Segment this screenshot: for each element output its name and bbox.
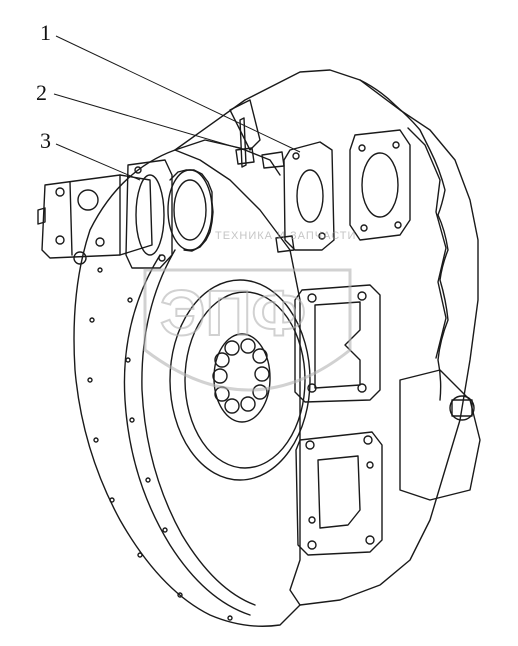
side-boss: [399, 369, 481, 501]
housing-body: [174, 69, 479, 606]
callout-2: 2: [36, 80, 47, 105]
pump-flange: [125, 159, 173, 269]
drive-gear: [167, 169, 214, 252]
leader-line-1: [55, 35, 301, 153]
lower-flange: [295, 431, 383, 556]
stud-bolt: [235, 117, 295, 253]
pump-body: [41, 174, 153, 259]
housing-flange-edge: [359, 79, 449, 401]
flywheel-bell: [73, 149, 301, 627]
callout-3: 3: [40, 128, 51, 153]
callout-1: 1: [40, 20, 51, 45]
watermark-caption: ТЕХНИКА И ЗАПЧАСТИ: [215, 230, 357, 242]
svg-text:ЭПФ: ЭПФ: [160, 277, 306, 349]
leader-line-2: [53, 93, 246, 151]
watermark-logo: ЭПФ: [143, 268, 352, 392]
gasket-plate: [283, 141, 335, 251]
middle-flange: [294, 284, 381, 403]
bell-rim-holes: [87, 267, 233, 621]
hub-bolts: [212, 338, 270, 414]
upper-flange: [349, 129, 411, 241]
flywheel-face: [169, 279, 311, 481]
leader-line-3: [55, 143, 141, 181]
